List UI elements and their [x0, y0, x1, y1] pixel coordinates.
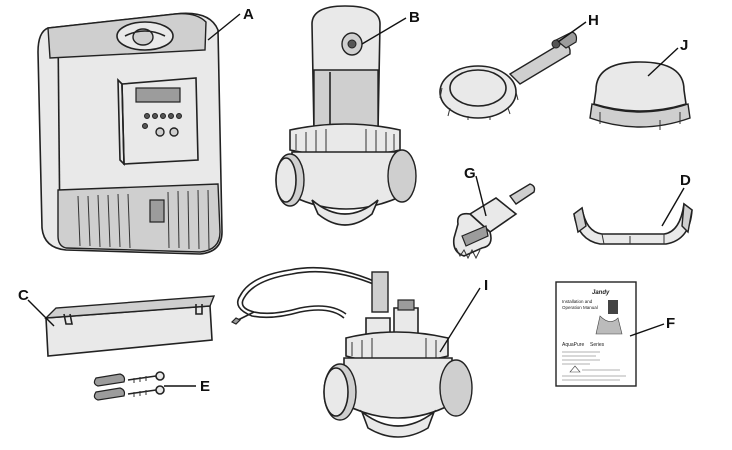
label-i: I [484, 277, 488, 294]
label-d: D [680, 172, 691, 189]
part-e-anchors-screws: E [93, 371, 210, 401]
part-b-salt-cell: B [275, 5, 420, 226]
manual-product: AquaPure [562, 342, 584, 348]
label-e: E [200, 378, 210, 395]
part-j-cap: J [589, 37, 691, 130]
label-g: G [464, 165, 476, 182]
manual-title-line2: Operation Manual [562, 305, 598, 310]
label-j: J [680, 37, 688, 54]
label-b: B [409, 9, 420, 26]
manual-brand: Jandy [592, 290, 610, 296]
label-h: H [588, 12, 599, 29]
part-a-power-center: A [37, 6, 254, 255]
part-g-hole-saw: G [452, 165, 536, 260]
part-f-manual: Jandy Installation and Operation Manual … [555, 281, 675, 387]
part-i-flow-valve: I [230, 266, 488, 438]
part-c-mounting-bracket: C [18, 287, 216, 357]
label-c: C [18, 287, 29, 304]
manual-title-line1: Installation and [562, 299, 593, 304]
part-h-flow-switch: H [439, 12, 599, 120]
part-d-saddle-clamp: D [573, 172, 693, 245]
label-f: F [666, 315, 675, 332]
label-a: A [243, 6, 254, 23]
manual-series: Series [590, 342, 605, 348]
